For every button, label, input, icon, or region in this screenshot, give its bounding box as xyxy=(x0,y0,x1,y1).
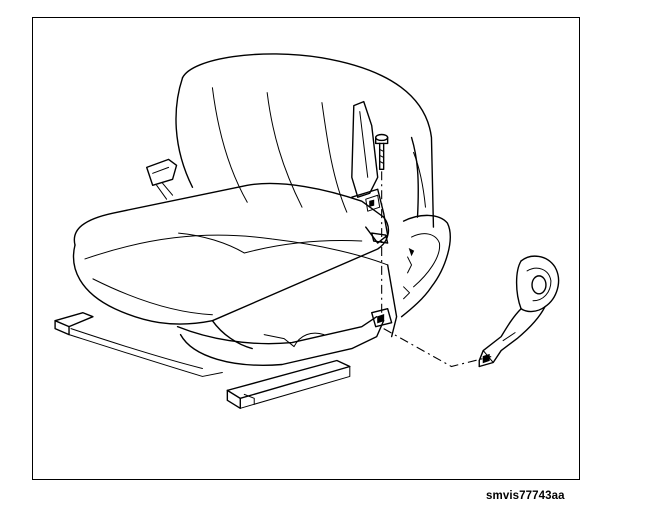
recliner-cover-icon xyxy=(478,255,560,368)
seat-cushion-icon xyxy=(72,182,451,366)
seat-track-icon xyxy=(54,312,351,410)
buckle-icon xyxy=(145,158,178,200)
seat-belt-anchor-icon xyxy=(351,100,389,244)
figure-caption: smvis77743aa xyxy=(486,490,565,502)
bolt-icon xyxy=(375,133,389,171)
diagram-frame xyxy=(32,17,580,480)
seat-back-icon xyxy=(175,53,435,228)
mounting-bracket xyxy=(371,308,393,328)
seat-belt-diagram xyxy=(54,53,560,410)
alignment-line xyxy=(381,171,492,368)
